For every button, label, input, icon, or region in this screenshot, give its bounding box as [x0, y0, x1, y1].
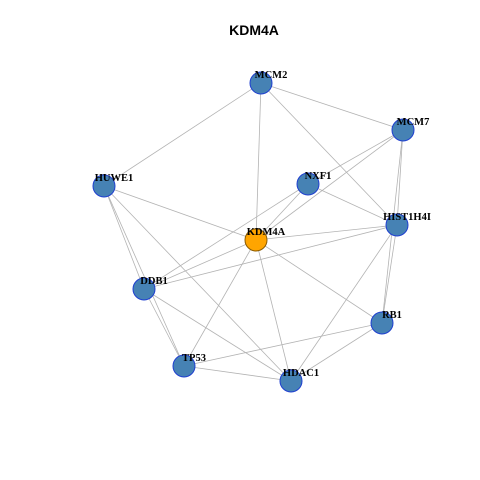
edge-kdm4a-tp53 — [183, 239, 257, 367]
node-kdm4a: KDM4A — [244, 227, 286, 252]
node-hdac1: HDAC1 — [279, 368, 319, 393]
node-circle-ddb1 — [132, 277, 156, 301]
node-label-kdm4a: KDM4A — [247, 227, 286, 238]
edge-mcm2-huwe1 — [103, 82, 262, 187]
edge-kdm4a-ddb1 — [143, 239, 257, 290]
edge-mcm7-nxf1 — [307, 129, 404, 185]
edge-mcm2-kdm4a — [255, 82, 262, 241]
edge-huwe1-hdac1 — [103, 185, 292, 382]
node-label-hdac1: HDAC1 — [283, 368, 319, 379]
node-hist1h4i: HIST1H4I — [383, 212, 431, 237]
node-circle-nxf1 — [296, 172, 320, 196]
node-circle-hdac1 — [279, 369, 303, 393]
edge-mcm2-mcm7 — [260, 82, 404, 131]
edge-hist1h4i-hdac1 — [290, 224, 398, 382]
node-rb1: RB1 — [370, 310, 402, 335]
edge-tp53-hdac1 — [183, 365, 292, 382]
node-label-ddb1: DDB1 — [140, 276, 167, 287]
node-circle-mcm2 — [249, 71, 273, 95]
node-circle-rb1 — [370, 311, 394, 335]
node-label-hist1h4i: HIST1H4I — [383, 212, 431, 223]
edge-ddb1-hdac1 — [143, 288, 292, 382]
edge-huwe1-kdm4a — [103, 185, 257, 241]
edge-kdm4a-hist1h4i — [255, 224, 398, 241]
node-huwe1: HUWE1 — [92, 173, 134, 198]
node-mcm2: MCM2 — [249, 70, 288, 95]
node-circle-hist1h4i — [385, 213, 409, 237]
edge-nxf1-hist1h4i — [307, 183, 398, 226]
edges-layer — [103, 82, 404, 382]
node-mcm7: MCM7 — [391, 117, 430, 142]
edge-nxf1-ddb1 — [143, 183, 309, 290]
node-ddb1: DDB1 — [132, 276, 168, 301]
edge-tp53-rb1 — [183, 322, 383, 367]
node-circle-mcm7 — [391, 118, 415, 142]
node-label-tp53: TP53 — [182, 353, 206, 364]
node-circle-kdm4a — [244, 228, 268, 252]
node-label-mcm7: MCM7 — [397, 117, 430, 128]
node-label-mcm2: MCM2 — [255, 70, 288, 81]
edge-huwe1-ddb1 — [103, 185, 145, 290]
edge-nxf1-kdm4a — [255, 183, 309, 241]
edge-mcm7-hist1h4i — [396, 129, 404, 226]
node-label-nxf1: NXF1 — [305, 171, 332, 182]
node-circle-huwe1 — [92, 174, 116, 198]
node-label-huwe1: HUWE1 — [95, 173, 134, 184]
node-label-rb1: RB1 — [382, 310, 402, 321]
edge-hdac1-rb1 — [290, 322, 383, 382]
diagram-title: KDM4A — [229, 22, 279, 38]
node-circle-tp53 — [172, 354, 196, 378]
edge-kdm4a-rb1 — [255, 239, 383, 324]
edge-ddb1-tp53 — [143, 288, 185, 367]
edge-hist1h4i-ddb1 — [143, 224, 398, 290]
edge-mcm2-hist1h4i — [260, 82, 398, 226]
edge-kdm4a-hdac1 — [255, 239, 292, 382]
node-nxf1: NXF1 — [296, 171, 332, 196]
edge-mcm7-kdm4a — [255, 129, 404, 241]
edge-hist1h4i-rb1 — [381, 224, 398, 324]
edge-huwe1-tp53 — [103, 185, 185, 367]
node-tp53: TP53 — [172, 353, 206, 378]
